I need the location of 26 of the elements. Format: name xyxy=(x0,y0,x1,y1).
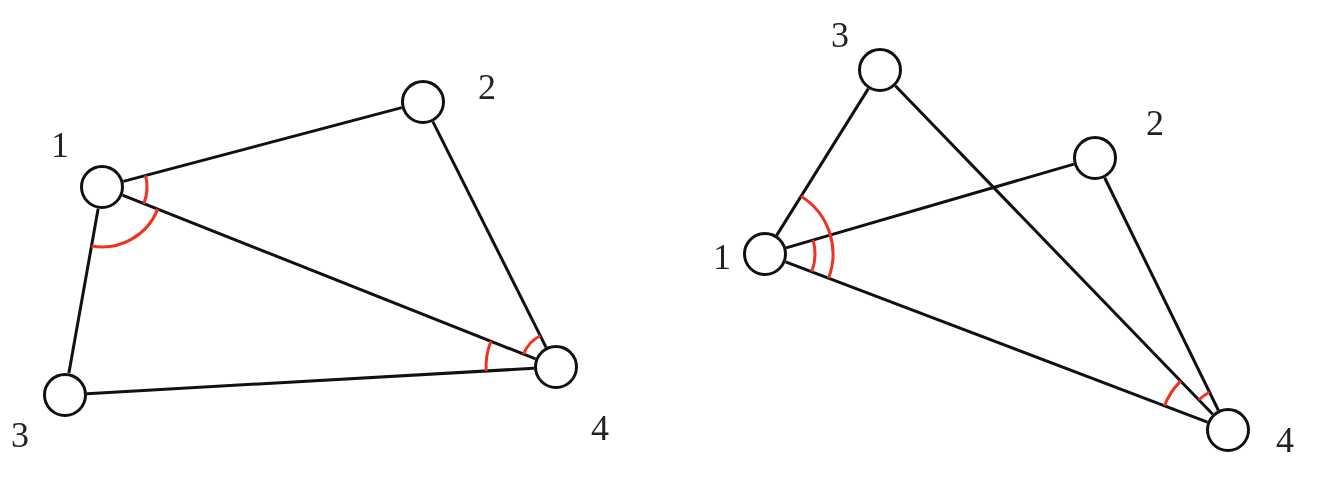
node-circle xyxy=(858,48,902,92)
connector-line xyxy=(785,260,1208,424)
node-number: 1 xyxy=(713,239,731,275)
connector-line xyxy=(1103,177,1220,411)
node-number: 4 xyxy=(1276,422,1294,458)
connector-line xyxy=(894,84,1214,416)
connector-line xyxy=(785,162,1075,250)
connector-line xyxy=(775,87,870,237)
node-number: 2 xyxy=(478,69,496,105)
node-circle xyxy=(1206,408,1250,452)
connector-line xyxy=(86,366,535,396)
node-number: 3 xyxy=(11,417,29,453)
node-circle xyxy=(401,80,445,124)
node-circle xyxy=(534,345,578,389)
connector-line xyxy=(121,193,537,361)
node-number: 4 xyxy=(591,410,609,446)
node-circle xyxy=(743,232,787,276)
node-circle xyxy=(80,165,124,209)
connector-line xyxy=(67,208,100,374)
connector-line xyxy=(431,121,548,348)
node-number: 1 xyxy=(51,127,69,163)
connector-line xyxy=(122,106,403,183)
node-circle xyxy=(43,373,87,417)
node-number: 2 xyxy=(1146,105,1164,141)
node-number: 3 xyxy=(831,17,849,53)
node-circle xyxy=(1073,136,1117,180)
